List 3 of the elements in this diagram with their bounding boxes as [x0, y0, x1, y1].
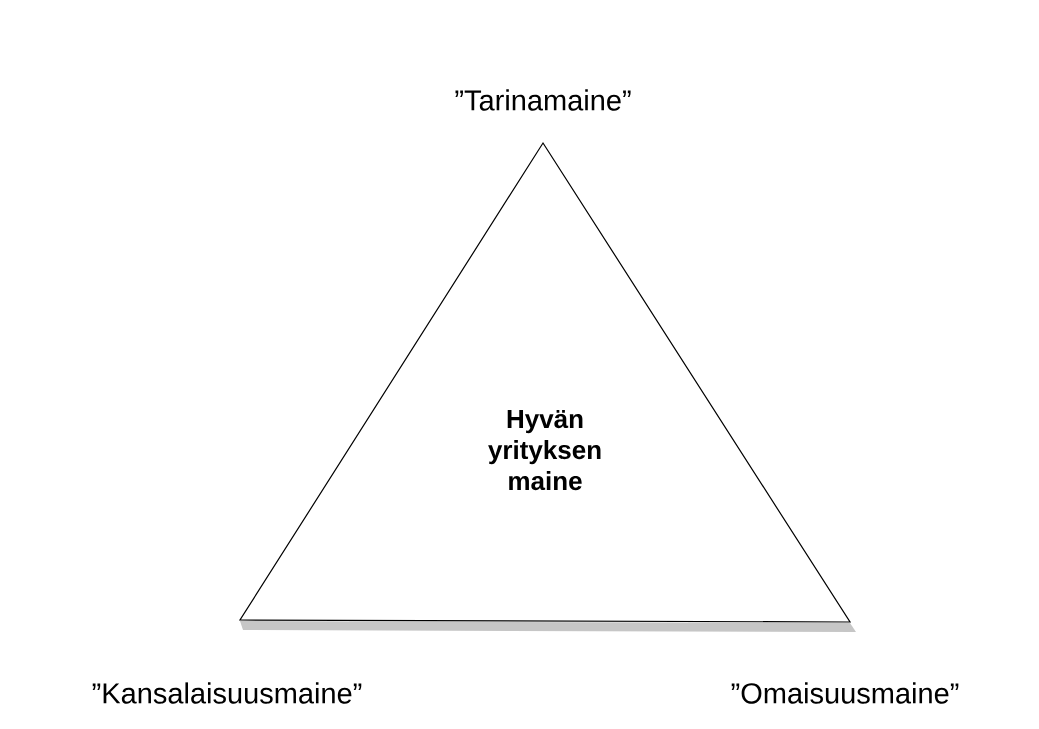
corner-label: ”Kansalaisuusmaine”	[92, 682, 362, 704]
corner-label: ”Tarinamaine”	[455, 89, 631, 111]
corner-label: ”Omaisuusmaine”	[731, 682, 959, 704]
